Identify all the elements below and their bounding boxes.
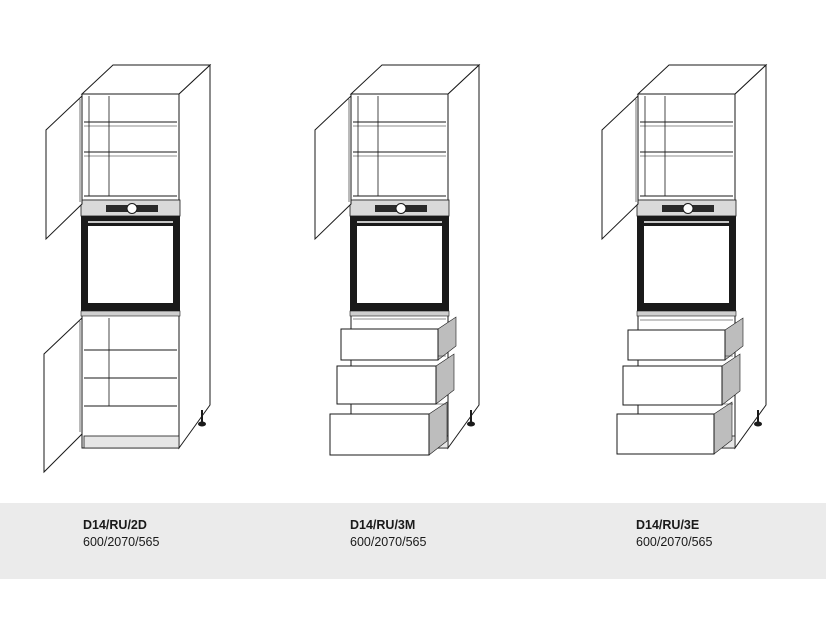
oven-knob-icon xyxy=(682,203,694,214)
drawer-front xyxy=(340,328,439,361)
drawer-front xyxy=(329,413,430,456)
product-label-1: D14/RU/2D 600/2070/565 xyxy=(83,517,159,551)
product-label-2: D14/RU/3M 600/2070/565 xyxy=(350,517,426,551)
oven-bottom-rail xyxy=(636,310,737,317)
cabinet-d14-ru-3e xyxy=(601,63,768,455)
foot-pad xyxy=(467,421,475,427)
drawer-front xyxy=(627,329,726,361)
label-band: D14/RU/2D 600/2070/565 D14/RU/3M 600/207… xyxy=(0,503,826,579)
oven-window xyxy=(357,226,442,303)
product-code: D14/RU/3M xyxy=(350,518,416,532)
oven-bottom-rail xyxy=(80,310,181,317)
cabinet-d14-ru-3m xyxy=(314,63,481,456)
product-dimensions: 600/2070/565 xyxy=(83,535,160,549)
lower-door xyxy=(43,316,83,474)
oven-window xyxy=(88,226,173,303)
plinth xyxy=(83,435,180,449)
drawer-front xyxy=(616,413,715,455)
oven-knob-icon xyxy=(395,203,407,214)
foot-pad xyxy=(198,421,206,427)
side-panel xyxy=(178,63,211,450)
drawer-front xyxy=(336,365,437,405)
cabinet-drawings xyxy=(43,63,768,474)
product-label-3: D14/RU/3E 600/2070/565 xyxy=(636,517,712,551)
upper-door xyxy=(601,94,639,241)
upper-door xyxy=(314,94,352,241)
upper-door xyxy=(45,94,83,241)
product-code: D14/RU/2D xyxy=(83,518,147,532)
oven-knob-icon xyxy=(126,203,138,214)
foot-pad xyxy=(754,421,762,427)
cabinet-d14-ru-2d xyxy=(43,63,212,474)
product-dimensions: 600/2070/565 xyxy=(350,535,427,549)
product-dimensions: 600/2070/565 xyxy=(636,535,713,549)
drawer-front xyxy=(622,365,723,406)
oven-bottom-rail xyxy=(349,310,450,317)
product-code: D14/RU/3E xyxy=(636,518,700,532)
oven-window xyxy=(644,226,729,303)
